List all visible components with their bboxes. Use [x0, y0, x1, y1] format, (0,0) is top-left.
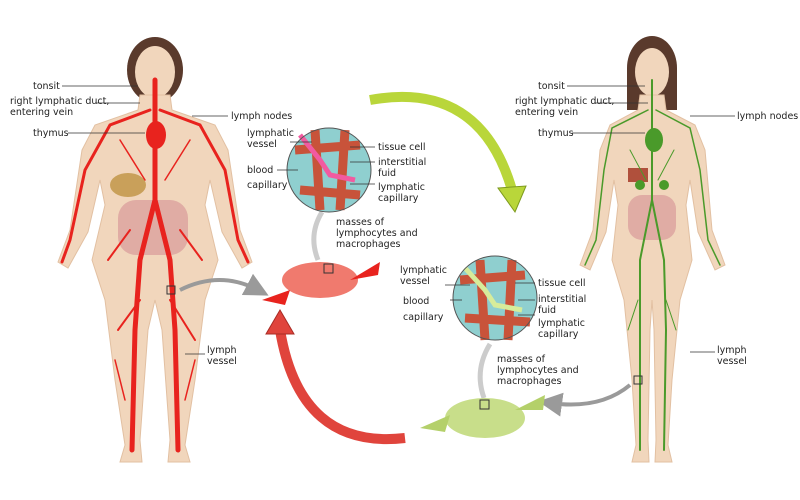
bottom-lymphatic-capillary-label-2: capillary: [538, 329, 579, 340]
bottom-tissue-cell-label: tissue cell: [538, 278, 586, 289]
bottom-blood-capillary-label-1: blood: [403, 296, 430, 307]
bottom-masses-label-1: masses of: [497, 354, 545, 365]
right-tonsil-label: tonsit: [538, 81, 565, 92]
bottom-lymphatic-capillary-label-1: lymphatic: [538, 318, 585, 329]
green-curved-arrow: [369, 91, 517, 192]
top-masses-label-1: masses of: [336, 217, 384, 228]
left-lymph-vessel-label-2: vessel: [207, 356, 237, 367]
top-masses-label-3: macrophages: [336, 239, 401, 250]
bottom-lymphatic-vessel-label-2: vessel: [400, 276, 430, 287]
bottom-blood-capillary-label-2: capillary: [403, 312, 444, 323]
top-lymphatic-capillary-label-1: lymphatic: [378, 182, 425, 193]
bottom-tissue-magnified: [452, 255, 538, 341]
left-tonsil-label: tonsit: [33, 81, 60, 92]
left-lymph-nodes-label: lymph nodes: [231, 111, 293, 122]
left-body-figure: [57, 37, 253, 463]
left-duct-label-2: entering vein: [10, 107, 74, 118]
red-curved-arrow: [275, 329, 406, 445]
right-lymph-vessel-label-2: vessel: [717, 356, 747, 367]
right-lymph-nodes-label: lymph nodes: [737, 111, 799, 122]
top-tissue-cell-label: tissue cell: [378, 142, 426, 153]
bottom-interstitial-label-2: fuid: [538, 305, 557, 316]
right-body-figure: [579, 36, 726, 463]
top-blood-capillary-label-2: capillary: [247, 180, 288, 191]
grey-arrow-right: [538, 383, 632, 417]
top-tissue-magnified: [286, 127, 372, 213]
bottom-masses-label-2: lymphocytes and: [497, 365, 579, 376]
top-masses-label-2: lymphocytes and: [336, 228, 418, 239]
bottom-masses-label-3: macrophages: [497, 376, 562, 387]
right-lymph-vessel-label-1: lymph: [717, 345, 747, 356]
right-duct-label-1: right lymphatic duct,: [515, 96, 615, 107]
left-lymph-vessel-label-1: lymph: [207, 345, 237, 356]
top-interstitial-label-1: interstitial: [378, 157, 427, 168]
top-lymphatic-vessel-label-1: lymphatic: [247, 128, 294, 139]
right-duct-label-2: entering vein: [515, 107, 579, 118]
bottom-lymphatic-vessel-label-1: lymphatic: [400, 265, 447, 276]
grey-arrow-left: [179, 273, 269, 296]
left-duct-label-1: right lymphatic duct,: [10, 96, 110, 107]
top-lymphatic-capillary-label-2: capillary: [378, 193, 419, 204]
bottom-interstitial-label-1: interstitial: [538, 294, 587, 305]
healthy-lymph-node: [420, 395, 545, 438]
right-thymus-label: thymus: [538, 128, 574, 139]
top-interstitial-label-2: fuid: [378, 168, 397, 179]
top-blood-capillary-label-1: blood: [247, 165, 274, 176]
infected-lymph-node: [262, 262, 380, 305]
left-thymus-label: thymus: [33, 128, 69, 139]
top-lymphatic-vessel-label-2: vessel: [247, 139, 277, 150]
